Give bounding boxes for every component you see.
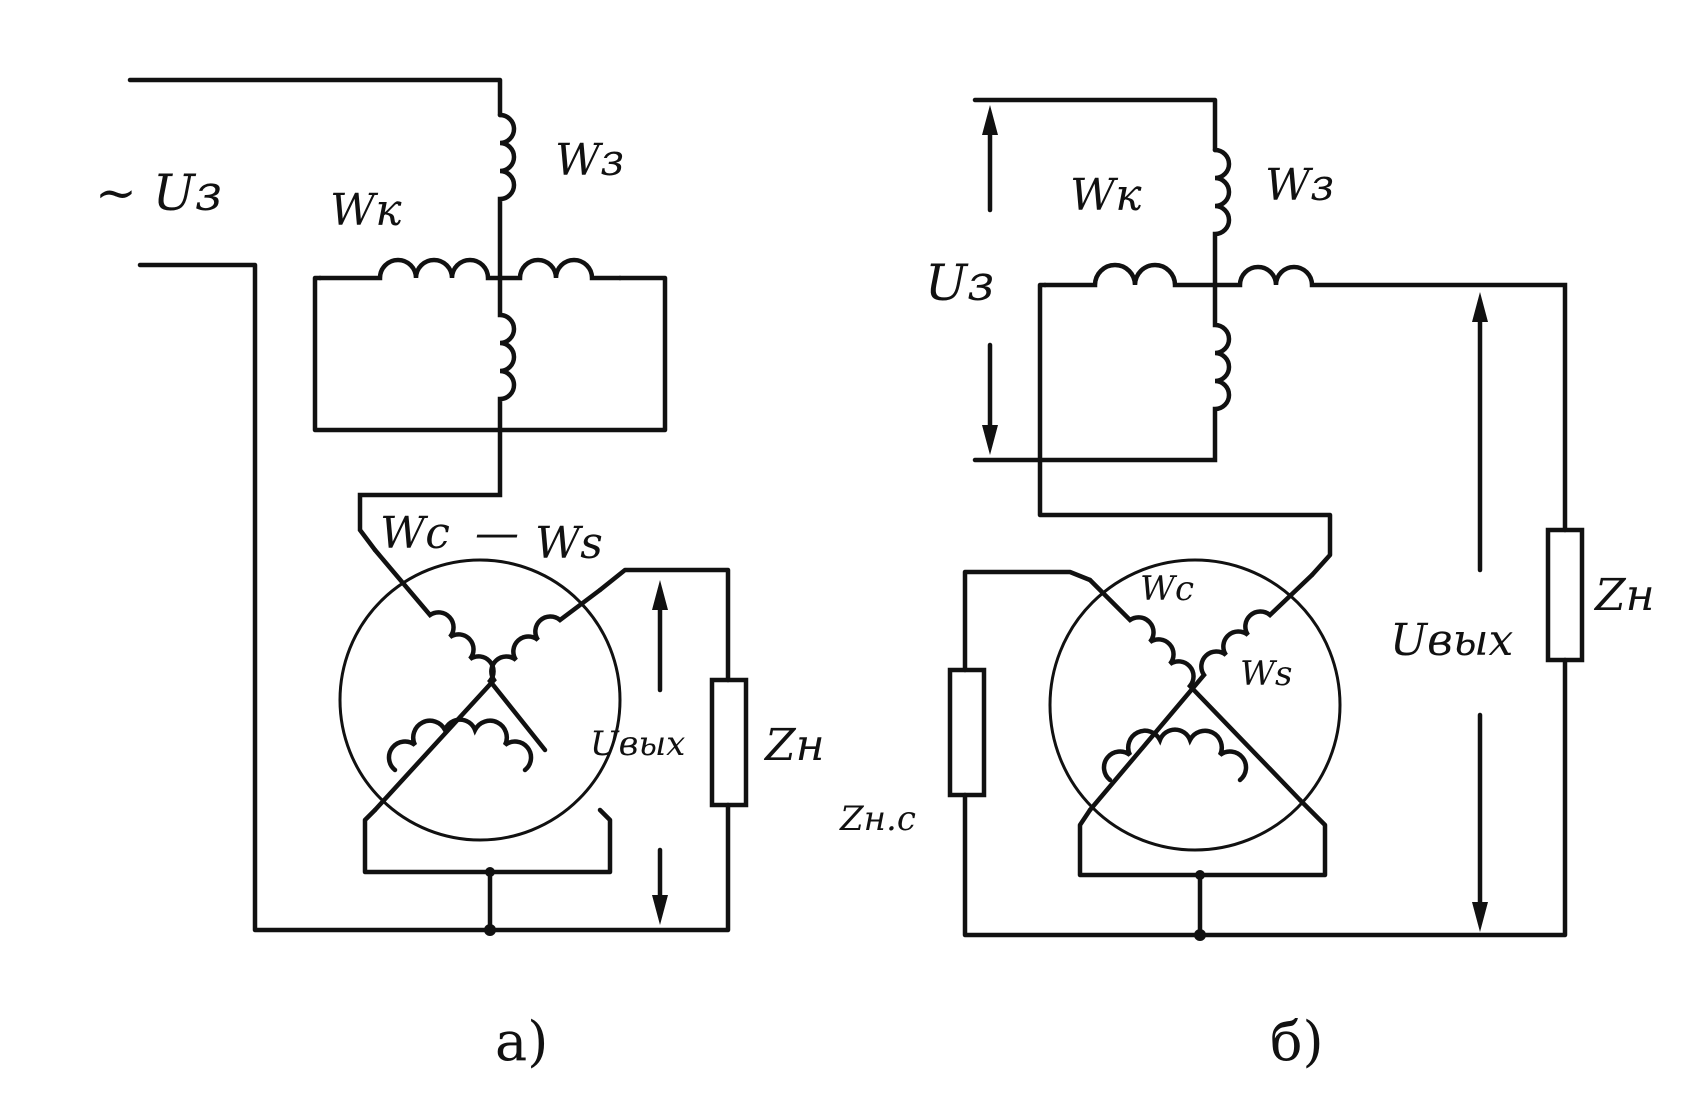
b-supply-arrowhead-up <box>982 105 998 135</box>
a-control-coil-right <box>497 257 623 281</box>
b-output-arrowhead-down <box>1472 902 1488 932</box>
a-top-supply-wire <box>127 77 503 118</box>
a-lower-arc-coils <box>386 717 534 773</box>
a-load-return-wire <box>487 802 731 933</box>
a-caption: а) <box>495 1010 548 1073</box>
b-return-wire <box>962 657 1568 938</box>
b-caption: б) <box>1270 1010 1324 1073</box>
b-control-coil <box>1042 262 1218 288</box>
a-output-voltage-label: Uвых <box>590 724 685 764</box>
a-supply-label: ~ Uз <box>95 164 222 222</box>
b-sine-winding <box>1087 572 1315 813</box>
a-cosine-winding <box>372 547 548 753</box>
b-cosine-load-wire <box>962 569 1093 673</box>
b-lower-coil <box>972 282 1232 463</box>
b-rotor-circle <box>1048 558 1342 852</box>
a-excitation-winding-label: Wз <box>555 135 624 186</box>
b-top-wire <box>972 97 1218 153</box>
a-output-wire <box>597 567 731 683</box>
a-load-resistor <box>709 677 749 808</box>
b-cosine-load-label: Zн.с <box>839 799 916 839</box>
b-lower-arc-coils <box>1101 727 1249 783</box>
a-control-coil-left <box>317 257 503 281</box>
b-loop-node <box>1195 870 1205 880</box>
b-excitation-winding-label: Wз <box>1265 160 1334 211</box>
a-control-winding-label: Wк <box>330 185 402 236</box>
b-output-voltage-label: Uвых <box>1390 615 1514 666</box>
b-output-coil <box>1212 264 1568 533</box>
b-cosine-winding-label: Wc <box>1140 569 1194 609</box>
a-sine-winding-label: Ws <box>535 518 603 569</box>
b-control-winding-label: Wк <box>1070 170 1142 221</box>
diagram-a: ~ Uз Wк Wз Wc — Ws Uвых Zн а) <box>95 77 825 1073</box>
b-load-resistor <box>1545 527 1585 663</box>
b-load-label: Zн <box>1593 570 1655 621</box>
b-excitation-coil <box>1212 147 1232 288</box>
diagram-b: Uз Wк Wз Wc Ws Uвых Zн Zн.с б) <box>839 97 1655 1073</box>
b-supply-arrowhead-down <box>982 425 998 455</box>
a-load-label: Zн <box>763 720 825 771</box>
b-control-loop <box>1037 282 1333 578</box>
a-control-loop <box>312 275 668 433</box>
b-output-arrowhead-up <box>1472 292 1488 322</box>
a-loop-node <box>485 867 495 877</box>
b-cosine-winding <box>1087 577 1303 803</box>
b-supply-label: Uз <box>925 254 994 312</box>
a-lower-coil <box>357 275 517 553</box>
a-output-arrowhead-up <box>652 580 668 610</box>
b-bottom-loop <box>1077 797 1328 878</box>
a-bottom-supply-wire <box>137 262 493 933</box>
a-sine-winding <box>372 587 603 813</box>
a-rotor-circle <box>338 558 622 842</box>
a-output-arrowhead-down <box>652 895 668 925</box>
a-excitation-coil <box>497 112 517 281</box>
b-sine-winding-label: Ws <box>1240 654 1292 694</box>
a-cosine-winding-label: Wc <box>380 508 450 559</box>
a-dash-label: — <box>475 508 519 559</box>
b-cosine-load-resistor <box>947 667 987 798</box>
